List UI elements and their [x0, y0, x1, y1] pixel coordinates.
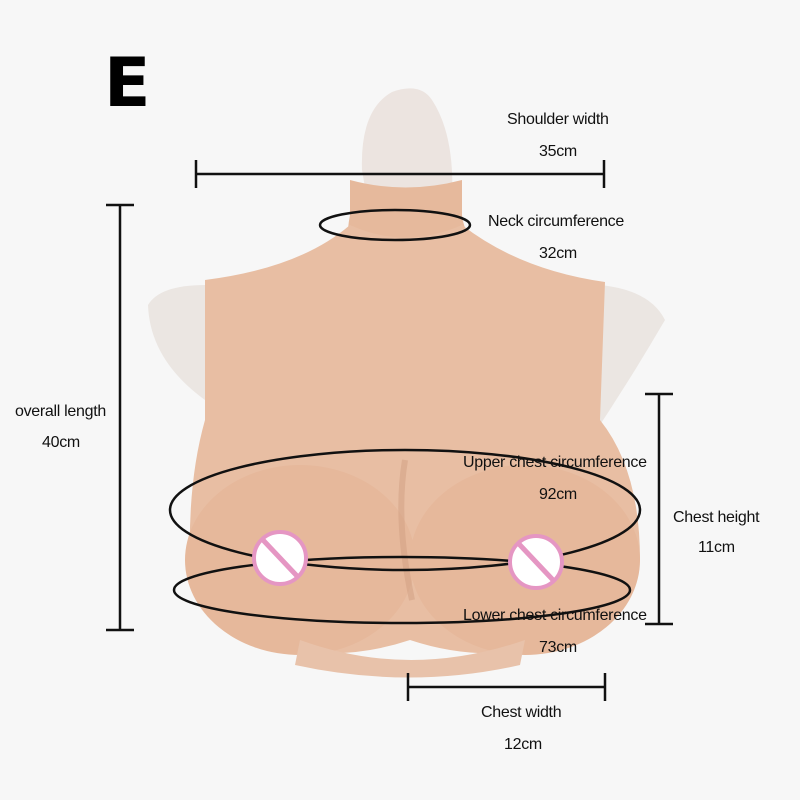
neck-circumference-ring — [318, 208, 472, 242]
chest-height-bar — [645, 392, 673, 626]
overall-length-label: overall length — [15, 403, 106, 420]
size-letter: E — [104, 44, 151, 123]
chest-width-value: 12cm — [504, 736, 542, 753]
shoulder-width-value: 35cm — [539, 143, 577, 160]
upper-chest-ring — [168, 448, 642, 572]
lower-chest-ring — [172, 555, 632, 625]
shoulder-width-bar — [194, 160, 606, 188]
chest-height-value: 11cm — [698, 539, 735, 556]
neck-circumference-label: Neck circumference — [488, 213, 624, 230]
chest-height-label: Chest height — [673, 509, 760, 526]
upper-chest-value: 92cm — [539, 486, 577, 503]
overall-length-value: 40cm — [42, 434, 80, 451]
upper-chest-label: Upper chest circumference — [463, 454, 647, 471]
mannequin-neck — [361, 88, 453, 205]
lower-chest-label: Lower chest circumference — [463, 607, 647, 624]
censor-icon-right — [508, 534, 564, 590]
neck-circumference-value: 32cm — [539, 245, 577, 262]
lower-chest-value: 73cm — [539, 639, 577, 656]
chest-width-bar — [406, 673, 607, 701]
shoulder-width-label: Shoulder width — [507, 111, 609, 128]
chest-width-label: Chest width — [481, 704, 562, 721]
censor-icon-left — [252, 530, 308, 586]
product-base — [295, 640, 525, 678]
mannequin-left-shoulder — [148, 285, 205, 400]
overall-length-bar — [106, 203, 134, 632]
mannequin-right-shoulder — [590, 285, 665, 440]
cleavage-shadow — [398, 459, 415, 601]
